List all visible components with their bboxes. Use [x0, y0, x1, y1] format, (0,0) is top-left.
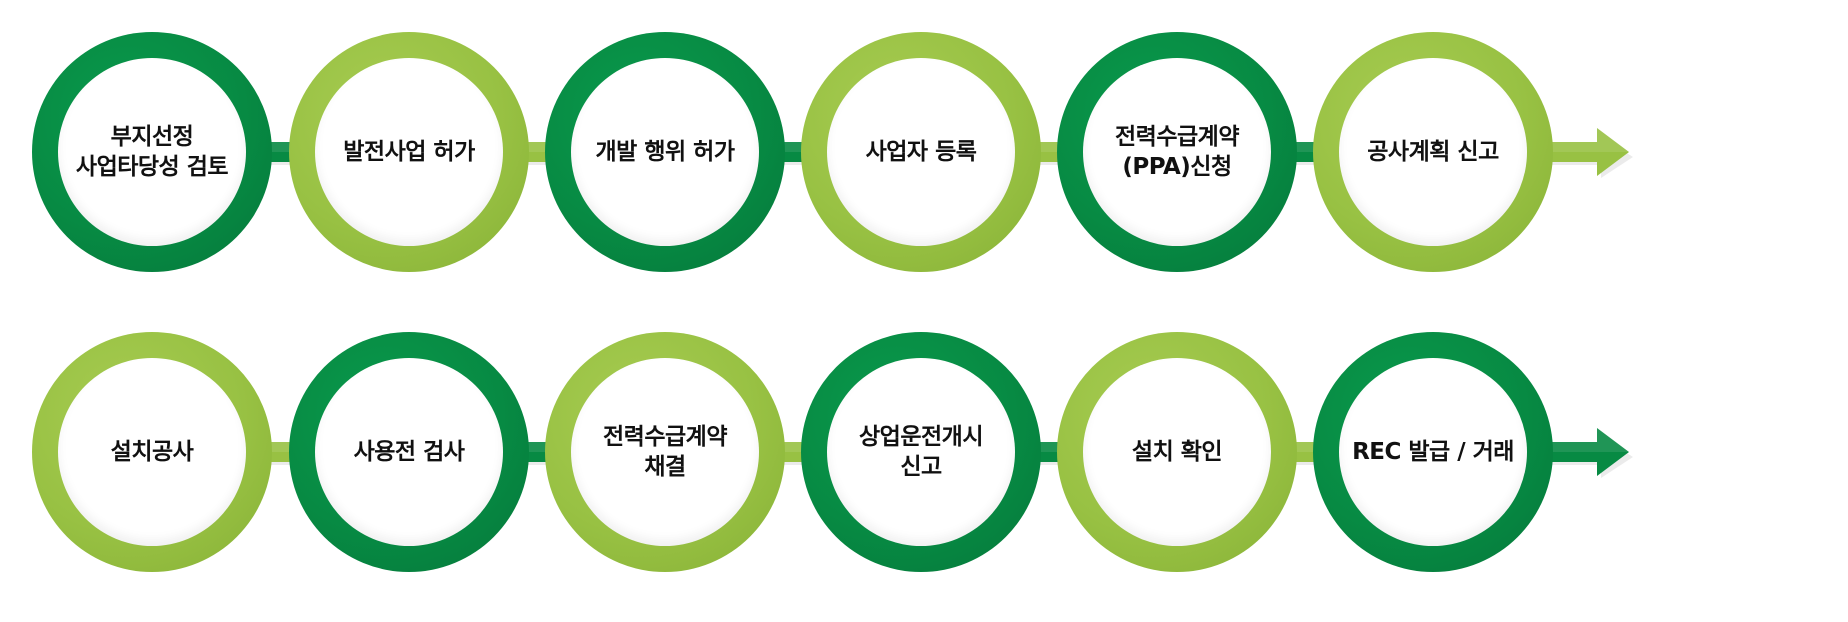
step-rec-issuance-trading: REC 발급 / 거래	[1313, 332, 1633, 572]
step-ring	[801, 32, 1041, 272]
step-ring	[289, 32, 529, 272]
step-development-permit: 개발 행위 허가	[545, 32, 865, 272]
step-business-registration: 사업자 등록	[801, 32, 1121, 272]
step-generation-permit: 발전사업 허가	[289, 32, 609, 272]
step-ring	[801, 332, 1041, 572]
step-ring	[1313, 32, 1553, 272]
step-label: 전력수급계약 (PPA)신청	[1115, 124, 1239, 180]
step-label: 부지선정 사업타당성 검토	[75, 124, 229, 180]
step-label: 설치 확인	[1131, 439, 1223, 465]
step-label: 사업자 등록	[865, 139, 977, 165]
process-row-1: 부지선정 사업타당성 검토 발전사업 허가 개발 행위 허가 사업자 등록 전력…	[0, 32, 1848, 272]
step-construction-plan-report: 공사계획 신고	[1313, 32, 1633, 272]
step-label: 상업운전개시 신고	[859, 424, 983, 480]
step-ring	[1057, 32, 1297, 272]
step-ring	[1057, 332, 1297, 572]
step-ring	[1313, 332, 1553, 572]
step-label: 설치공사	[110, 439, 194, 465]
step-ppa-contract: 전력수급계약 채결	[545, 332, 865, 572]
step-label: 공사계획 신고	[1367, 139, 1499, 165]
step-label: 개발 행위 허가	[595, 139, 735, 165]
step-label: 사용전 검사	[353, 439, 465, 465]
step-ring	[545, 332, 785, 572]
step-pre-use-inspection: 사용전 검사	[289, 332, 609, 572]
step-ring	[289, 332, 529, 572]
step-label: 발전사업 허가	[343, 139, 475, 165]
process-row-2: 설치공사 사용전 검사 전력수급계약 채결 상업운전개시 신고 설치 확인	[0, 332, 1848, 572]
step-ppa-application: 전력수급계약 (PPA)신청	[1057, 32, 1377, 272]
step-ring	[32, 32, 272, 272]
step-installation-work: 설치공사	[32, 332, 352, 572]
step-ring	[32, 332, 272, 572]
step-label: REC 발급 / 거래	[1352, 439, 1514, 465]
step-commercial-operation-report: 상업운전개시 신고	[801, 332, 1121, 572]
step-installation-confirmation: 설치 확인	[1057, 332, 1377, 572]
step-label: 전력수급계약 채결	[603, 424, 727, 480]
step-site-selection: 부지선정 사업타당성 검토	[32, 32, 352, 272]
step-ring	[545, 32, 785, 272]
